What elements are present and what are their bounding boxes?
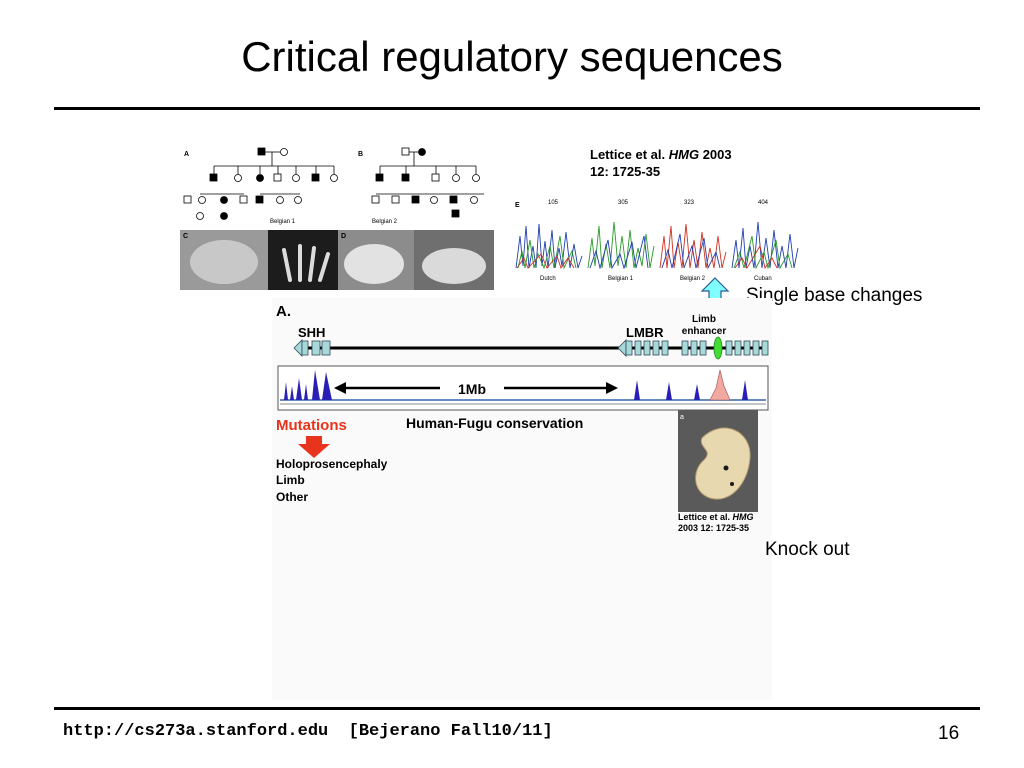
pedigree-belgian-2 [371,147,484,218]
phenotype-other: Other [276,490,308,504]
limb-enhancer-marker [713,336,723,360]
reference-year: 2003 [699,147,732,162]
panel-label-d: D [341,233,346,240]
chromatogram-position-4: 404 [758,200,769,206]
embryo-panel-label: a [680,414,684,421]
embryo-caption: Lettice et al. HMG 2003 12: 1725-35 [678,512,754,534]
title-divider [54,107,980,110]
embryo-caption-journal: HMG [732,512,754,522]
phenotype-limb: Limb [276,473,305,487]
reference-volume: 12: 1725-35 [590,164,661,179]
page-number: 16 [938,723,960,744]
shh-gene-exons [293,339,331,357]
locus-panel-label: A. [276,303,291,320]
lmbr-gene-exons [617,339,769,357]
gene-label-lmbr: LMBR [626,325,664,340]
enhancer-conservation-peak [709,369,731,401]
chromatogram-family-belgian-2: Belgian 2 [680,276,706,282]
pedigree-belgian-1 [183,147,338,220]
enhancer-label-line-2: enhancer [682,326,727,337]
callout-single-base-changes: Single base changes [746,285,923,306]
panel-label-c: C [183,233,188,240]
chromatogram-panel-label: E [515,202,520,209]
mutations-down-arrow-icon [298,436,330,458]
reference-authors: Lettice et al. [590,147,669,162]
conservation-peaks [284,370,748,400]
embryo-caption-authors: Lettice et al. [678,512,733,522]
reference-journal: HMG [668,147,700,162]
panel-label-a: A [184,151,189,158]
chromatogram-position-2: 305 [618,200,629,206]
callout-knock-out: Knock out [765,539,850,560]
gene-label-shh: SHH [298,325,325,340]
chromatogram-family-cuban: Cuban [754,276,772,282]
enhancer-label-line-1: Limb [692,314,716,325]
panel-label-b: B [358,151,363,158]
pedigree-figure: A B Belgian 1 Belgian [180,142,494,290]
embryo-caption-volume: 2003 12: 1725-35 [678,523,750,533]
reference-citation: Lettice et al. HMG 2003 12: 1725-35 [590,146,732,180]
chromatogram-figure: E 105 305 323 404 Dutch Belgian 1 Belgia… [515,200,799,282]
slide-title: Critical regulatory sequences [241,33,783,80]
distance-label: 1Mb [458,381,486,397]
family-label-belgian-1: Belgian 1 [270,219,296,225]
chromatogram-position-1: 105 [548,200,559,206]
conservation-label: Human-Fugu conservation [406,415,583,431]
chromatogram-family-belgian-1: Belgian 1 [608,276,634,282]
footer-text: http://cs273a.stanford.edu [Bejerano Fal… [63,722,553,741]
chromatogram-family-dutch: Dutch [540,276,556,282]
footer-divider [54,707,980,710]
family-label-belgian-2: Belgian 2 [372,219,398,225]
locus-figure: A. SHH LMBR Limb enhancer [272,298,772,700]
phenotype-holoprosencephaly: Holoprosencephaly [276,457,388,471]
chromatogram-position-3: 323 [684,200,695,206]
mutations-title: Mutations [276,417,347,434]
